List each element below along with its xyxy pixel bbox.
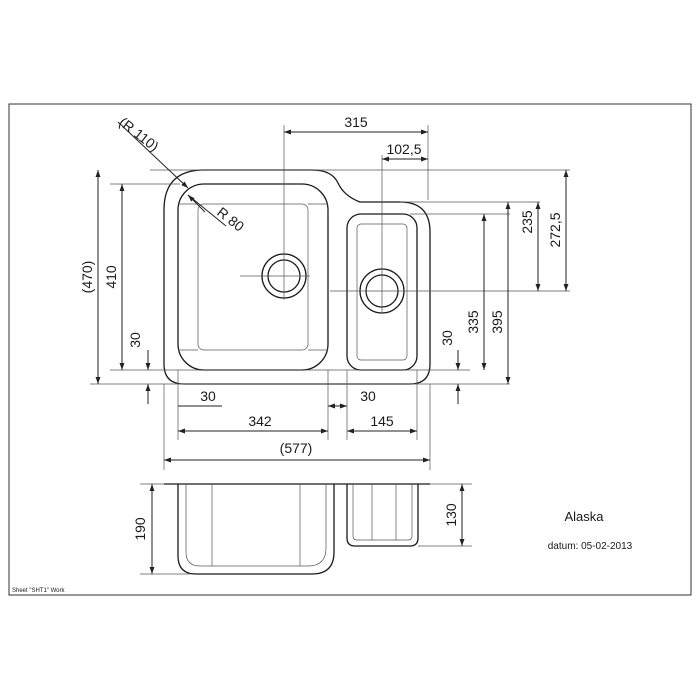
dim-30-right: 30 — [439, 330, 455, 346]
dim-30-bottom-right: 30 — [360, 388, 376, 404]
drawing-title: Alaska — [564, 509, 604, 524]
dim-272-5: 272,5 — [547, 212, 563, 247]
dim-395: 395 — [489, 310, 505, 334]
drawing-frame — [8, 103, 692, 596]
dim-335: 335 — [465, 310, 481, 334]
extension-lines — [90, 125, 570, 470]
dim-145: 145 — [370, 413, 394, 429]
dim-102-5: 102,5 — [386, 141, 421, 157]
dim-190: 190 — [132, 517, 148, 541]
dim-235: 235 — [519, 210, 535, 234]
sheet-label: Sheet "SHT1" Work — [12, 588, 66, 594]
dim-577: (577) — [280, 440, 313, 456]
dim-315: 315 — [344, 114, 368, 130]
dim-342: 342 — [248, 413, 272, 429]
dim-130: 130 — [443, 503, 459, 527]
dim-30-left: 30 — [127, 332, 143, 348]
sink-section-view — [140, 483, 472, 575]
sink-plan-view — [163, 169, 431, 385]
dim-470: (470) — [79, 261, 95, 294]
dimension-lines — [95, 121, 569, 463]
dim-410: 410 — [103, 265, 119, 289]
dim-r80: R 80 — [214, 204, 247, 235]
drawing-date: datum: 05-02-2013 — [548, 541, 633, 552]
dim-30-bottom-left: 30 — [200, 388, 216, 404]
dim-r110: (R 110) — [116, 114, 162, 155]
